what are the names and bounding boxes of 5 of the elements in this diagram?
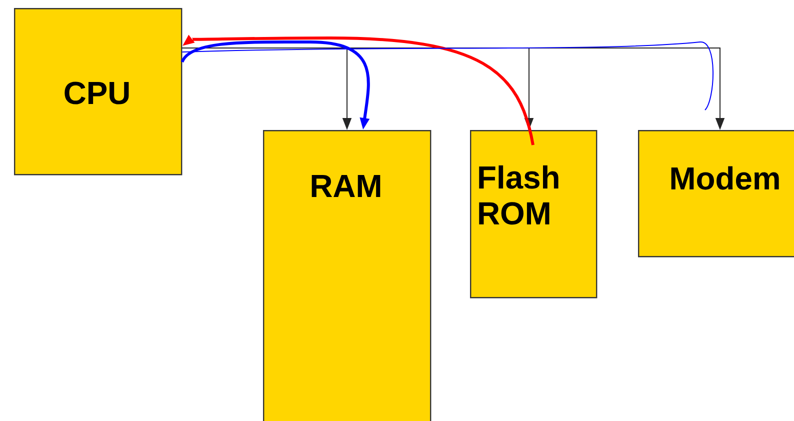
modem-box: Modem: [638, 130, 794, 258]
memory-box: Flash ROM: [470, 130, 598, 298]
hand-drawn-line: [182, 42, 714, 110]
processor-box: CPU: [14, 8, 182, 176]
memory-box: RAM: [263, 130, 432, 421]
